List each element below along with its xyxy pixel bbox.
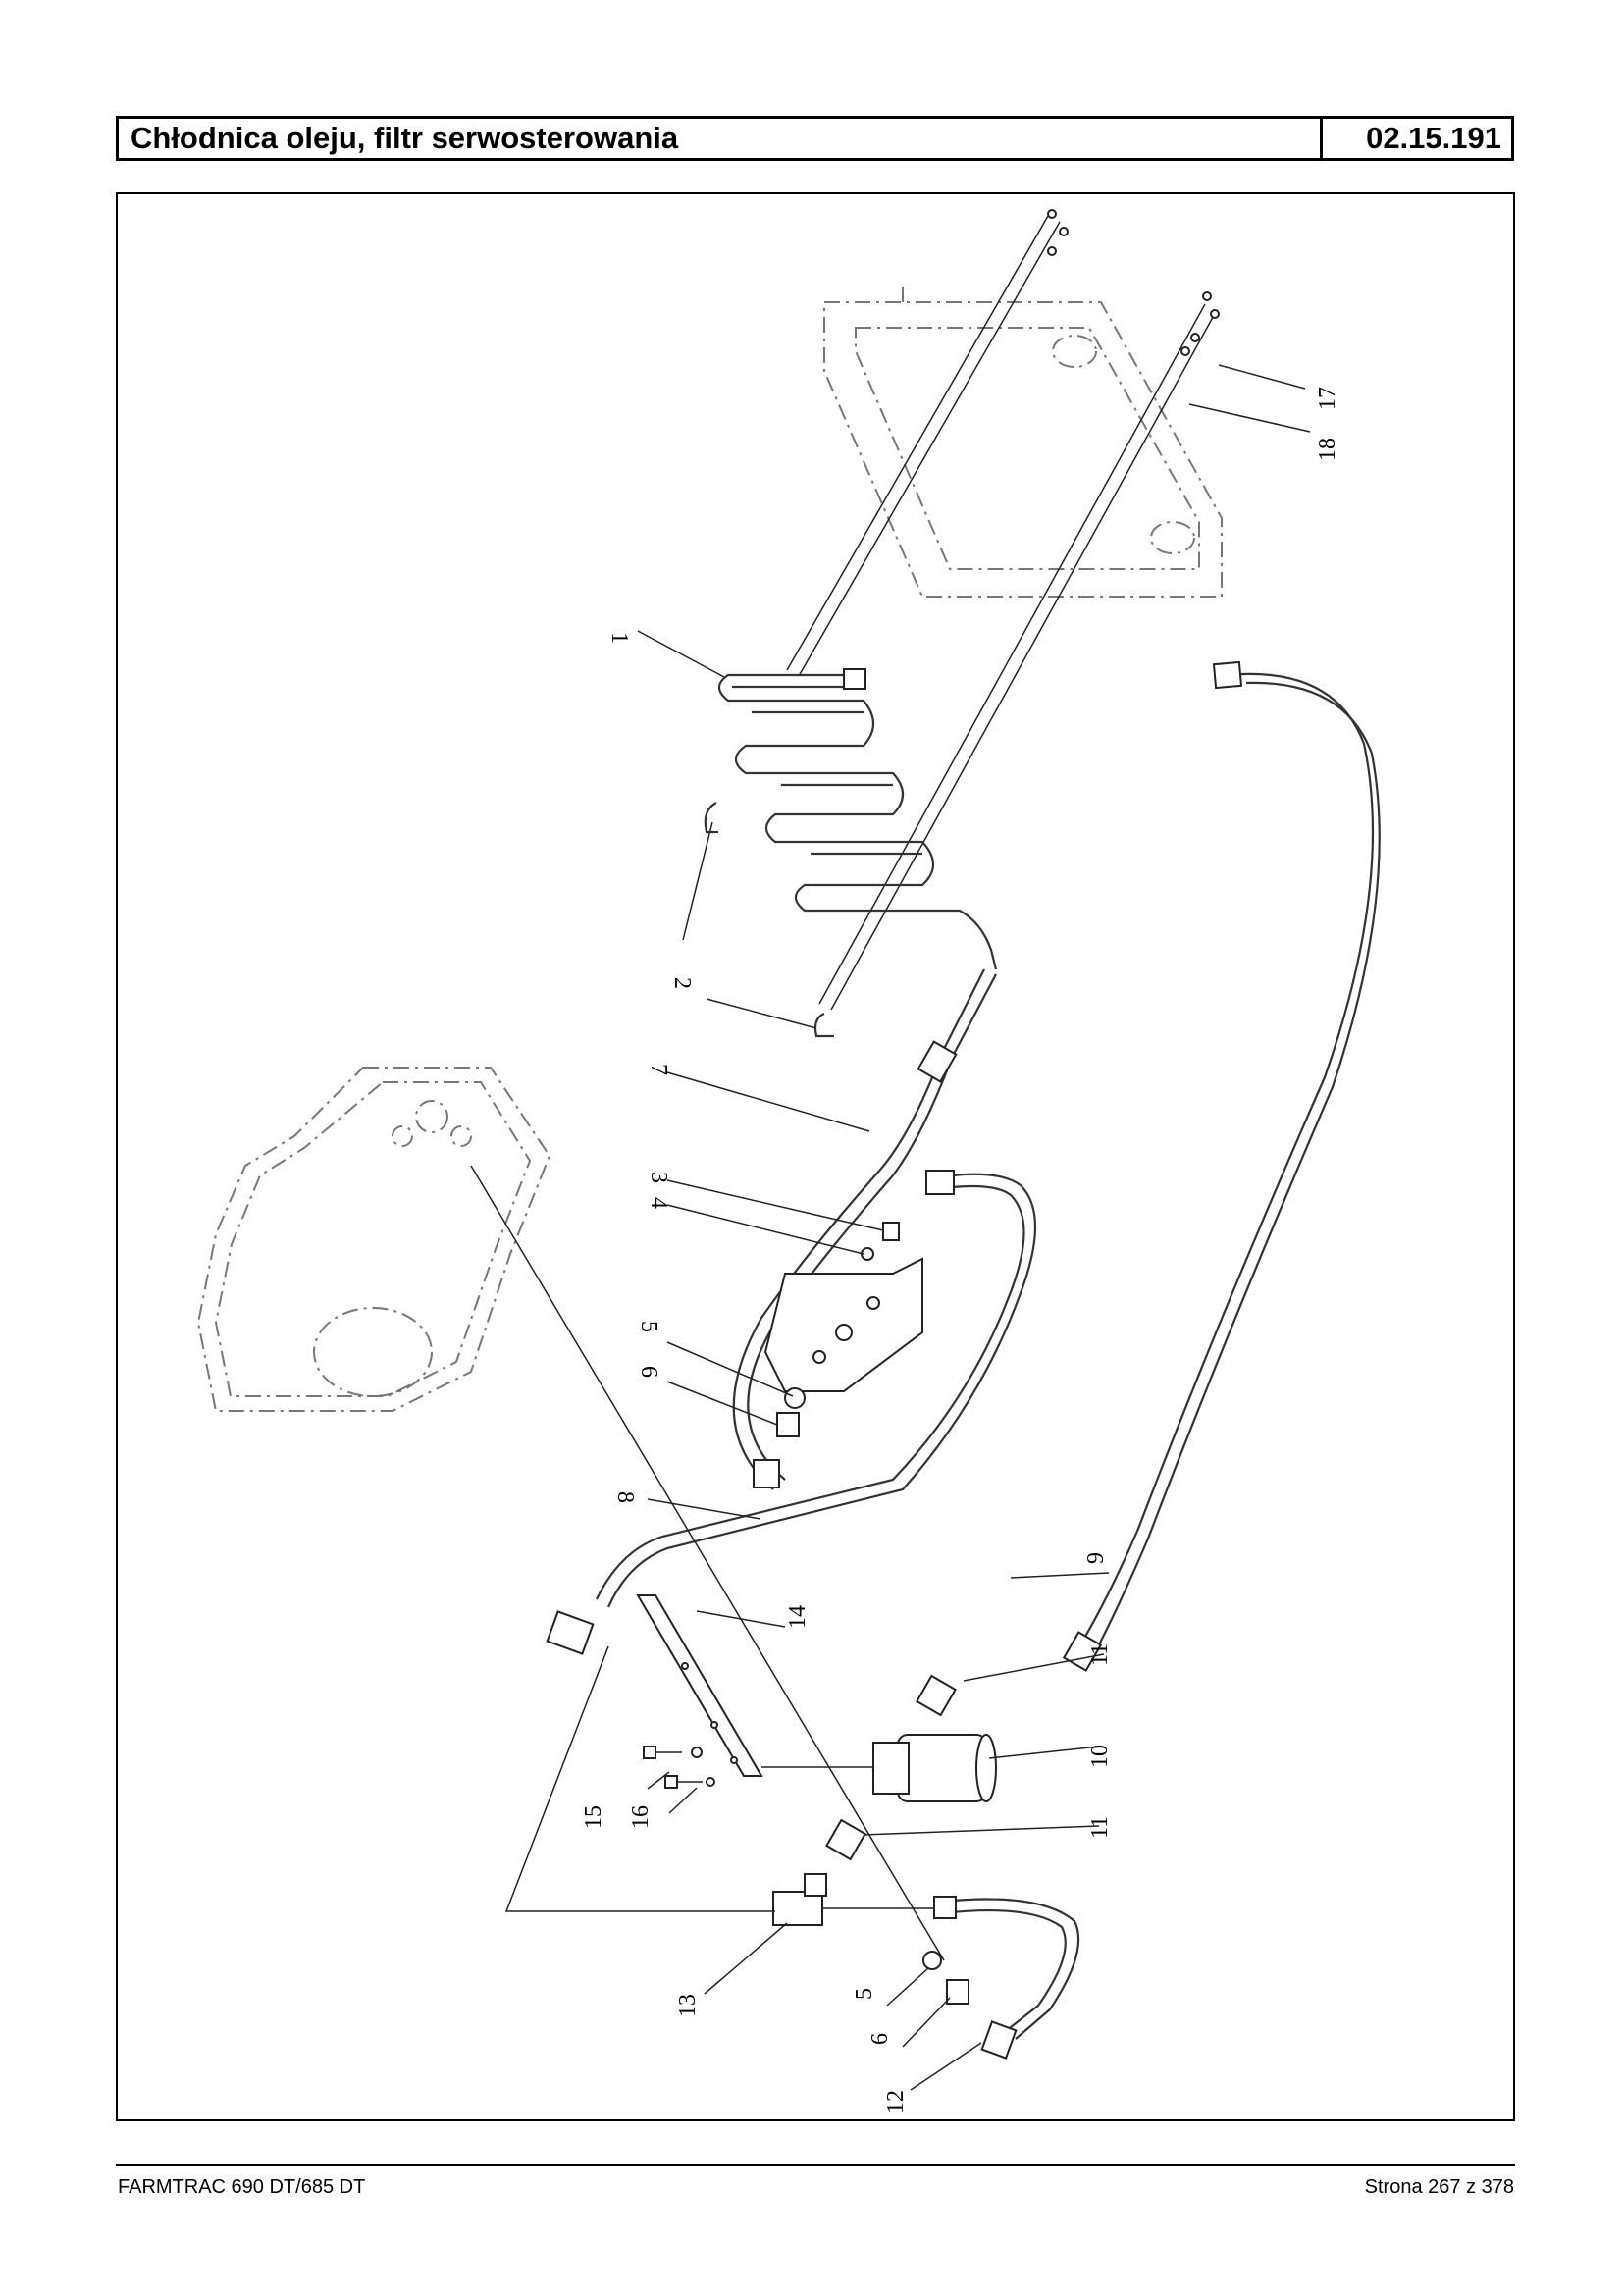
page-header: Chłodnica oleju, filtr serwosterowania 0… bbox=[116, 116, 1514, 161]
footer-model: FARMTRAC 690 DT/685 DT bbox=[118, 2176, 366, 2198]
hose-8-elbow bbox=[546, 1610, 595, 1655]
callout-6: 6 bbox=[636, 1366, 661, 1378]
return-hose bbox=[596, 1170, 1037, 1608]
callout-14: 14 bbox=[785, 1605, 811, 1629]
fitting-11-upper bbox=[916, 1674, 957, 1717]
rod-nuts bbox=[1047, 209, 1220, 356]
filter-canister bbox=[872, 1734, 997, 1802]
oil-cooler-coil bbox=[717, 668, 998, 970]
callout-labels: 1 2 3 4 5 6 7 8 9 10 11 11 12 13 14 15 1… bbox=[581, 387, 1340, 2113]
callout-5: 5 bbox=[636, 1321, 661, 1332]
tee-fitting bbox=[772, 1873, 940, 1926]
hose-7 bbox=[732, 968, 997, 1490]
callout-11b: 11 bbox=[1087, 1816, 1113, 1839]
callout-9: 9 bbox=[1083, 1552, 1109, 1564]
callout-16: 16 bbox=[628, 1805, 654, 1829]
callout-10: 10 bbox=[1087, 1745, 1113, 1768]
callout-7: 7 bbox=[646, 1064, 671, 1075]
valve-block bbox=[763, 1257, 923, 1392]
section-code: 02.15.191 bbox=[1366, 121, 1501, 155]
leader-line bbox=[470, 1165, 945, 1961]
mounting-frame-outline bbox=[823, 285, 1223, 598]
bracket-plate bbox=[636, 1594, 883, 1777]
bolts bbox=[643, 1746, 715, 1789]
callout-leaders bbox=[637, 364, 1311, 2091]
footer-page-number: Strona 267 z 378 bbox=[1364, 2176, 1514, 2198]
callout-13: 13 bbox=[675, 1994, 701, 2017]
callout-8: 8 bbox=[612, 1491, 638, 1503]
callout-2: 2 bbox=[669, 977, 695, 989]
callout-15: 15 bbox=[581, 1805, 606, 1829]
fittings bbox=[753, 1222, 900, 1488]
pipe-elbow-to-tee bbox=[504, 1645, 775, 1912]
page-title: Chłodnica oleju, filtr serwosterowania bbox=[119, 119, 1323, 158]
callout-11a: 11 bbox=[1087, 1643, 1113, 1666]
mounting-rods bbox=[786, 215, 1218, 1011]
gearbox-housing-outline bbox=[196, 1067, 551, 1412]
callout-12: 12 bbox=[883, 2090, 909, 2113]
callout-5b: 5 bbox=[852, 1988, 877, 2000]
fitting-11-lower bbox=[825, 1818, 866, 1861]
j-hooks bbox=[704, 802, 834, 1038]
callout-1: 1 bbox=[606, 632, 632, 644]
callout-4: 4 bbox=[646, 1197, 671, 1209]
diagram-frame: 1 2 3 4 5 6 7 8 9 10 11 11 12 13 14 15 1… bbox=[116, 192, 1515, 2121]
callout-18: 18 bbox=[1315, 438, 1340, 461]
exploded-parts-diagram: 1 2 3 4 5 6 7 8 9 10 11 11 12 13 14 15 1… bbox=[196, 209, 1381, 2113]
footer-rule bbox=[116, 2164, 1515, 2166]
callout-6b: 6 bbox=[867, 2033, 893, 2045]
hose-12 bbox=[922, 1896, 1080, 2060]
hose-9 bbox=[1062, 660, 1381, 1672]
callout-3: 3 bbox=[646, 1172, 671, 1183]
callout-17: 17 bbox=[1315, 387, 1340, 410]
